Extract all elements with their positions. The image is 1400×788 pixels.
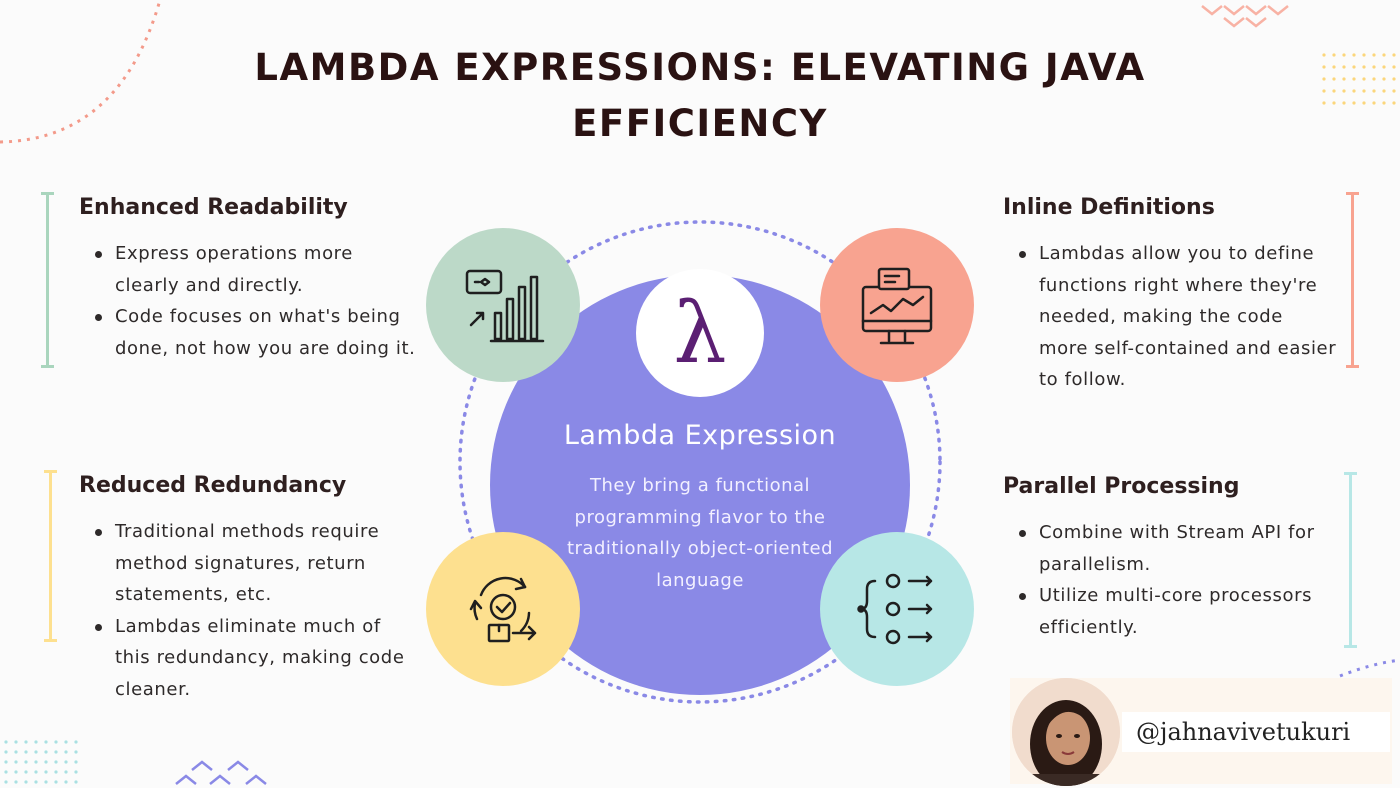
node-redundancy [426,532,580,686]
lambda-icon: λ [636,269,764,397]
bullet-list: Express operations more clearly and dire… [79,238,419,364]
list-item: Lambdas eliminate much of this redundanc… [79,611,419,706]
list-item: Lambdas allow you to define functions ri… [1003,238,1338,396]
redundancy-bracket [44,470,57,642]
center-description: They bring a functional programming flav… [566,475,834,591]
list-item: Express operations more clearly and dire… [79,238,419,301]
section-readability: Enhanced Readability Express operations … [79,195,419,364]
list-item: Utilize multi-core processors efficientl… [1003,580,1338,643]
section-inline: Inline Definitions Lambdas allow you to … [1003,195,1338,396]
section-title: Enhanced Readability [79,195,348,220]
inline-bracket [1346,192,1359,368]
list-item: Traditional methods require method signa… [79,516,419,611]
list-item: Combine with Stream API for parallelism. [1003,517,1338,580]
list-item: Code focuses on what's being done, not h… [79,301,419,364]
section-title: Parallel Processing [1003,474,1240,499]
node-inline [820,228,974,382]
section-redundancy: Reduced Redundancy Traditional methods r… [79,473,419,705]
bullet-list: Traditional methods require method signa… [79,516,419,705]
author-handle: @jahnavivetukuri [1122,712,1390,752]
readability-bracket [41,192,54,368]
section-parallel: Parallel Processing Combine with Stream … [1003,474,1338,643]
bullet-list: Combine with Stream API for parallelism.… [1003,517,1338,643]
bullet-list: Lambdas allow you to define functions ri… [1003,238,1338,396]
node-readability [426,228,580,382]
center-title: Lambda Expression [563,420,837,451]
cycle-delivery-icon [469,576,537,643]
section-title: Reduced Redundancy [79,473,347,498]
monitor-analytics-icon [861,267,933,345]
parallel-bracket [1344,472,1357,648]
avatar [1012,678,1120,786]
avatar-portrait [1012,678,1120,786]
section-title: Inline Definitions [1003,195,1215,220]
process-flow-icon [857,573,933,645]
page-title: LAMBDA EXPRESSIONS: ELEVATING JAVA EFFIC… [254,46,1146,145]
chart-growth-icon [465,269,545,343]
node-parallel [820,532,974,686]
